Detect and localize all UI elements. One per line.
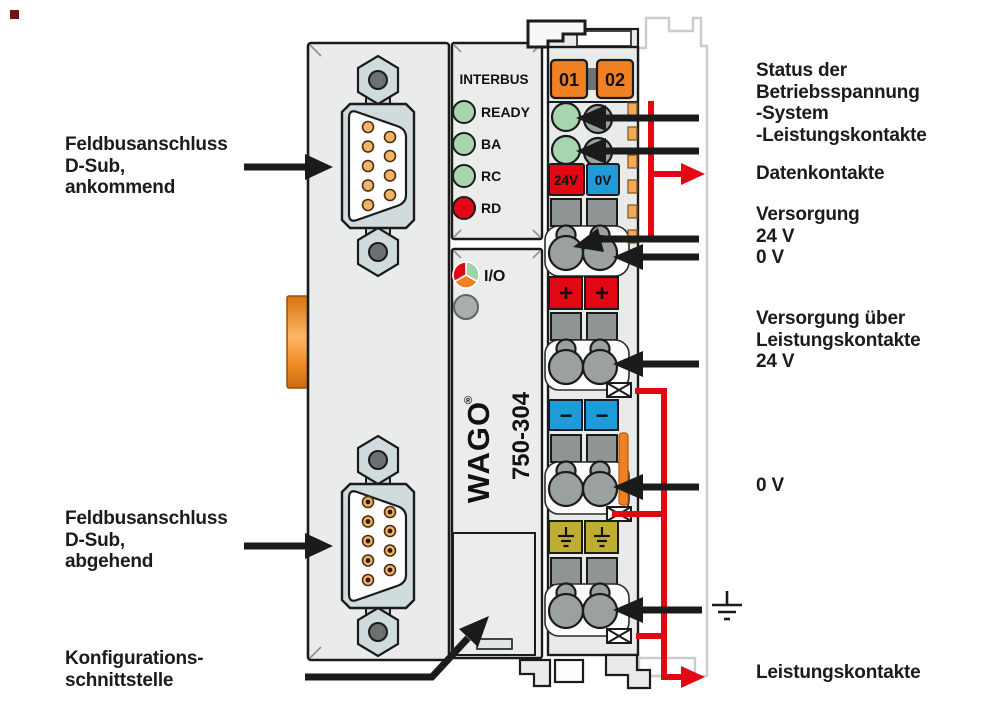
housing-foot	[518, 658, 552, 688]
rail-release-latch	[526, 19, 587, 49]
status-leds	[452, 100, 476, 220]
label-leistungskontakte: Leistungskontakte	[756, 662, 921, 683]
label-feldbus-abgehend: Feldbusanschluss D-Sub, abgehend	[65, 508, 228, 573]
dsub-connector-outgoing	[340, 434, 416, 658]
device-texts: INTERBUS READY BA RC RD I/O 01 02 24V 0V…	[459, 70, 625, 503]
rail-foot	[604, 653, 652, 690]
data-contact-led	[550, 134, 582, 166]
earth-glyphs	[558, 527, 610, 548]
arrow-heads	[305, 105, 643, 647]
label-0v	[586, 163, 620, 196]
terminal-number-02-label: 02	[605, 70, 625, 90]
label-feldbus-ankommend: Feldbusanschluss D-Sub, ankommend	[65, 134, 228, 199]
led-label-ready: READY	[481, 104, 531, 120]
brand-logo: WAGO	[461, 401, 496, 503]
dsub-connector-incoming	[340, 54, 416, 278]
led-label-rc: RC	[481, 168, 501, 184]
red-power-lines	[612, 101, 683, 680]
led-rd	[452, 196, 476, 220]
label-0v: 0 V	[756, 475, 784, 496]
led-ba	[452, 132, 476, 156]
minus-sign: −	[560, 403, 573, 428]
minus-sign: −	[596, 403, 609, 428]
io-led	[452, 261, 480, 289]
rail-foot	[553, 658, 585, 684]
io-led-label: I/O	[484, 268, 505, 285]
earth-terminal	[548, 520, 583, 554]
terminal-number-01	[549, 58, 589, 100]
dsub-socket-holes	[361, 120, 397, 212]
led-ready	[452, 100, 476, 124]
red-arrow-leistungskontakte	[681, 666, 705, 688]
model-number: 750-304	[508, 391, 535, 480]
label-datenkontakte: Datenkontakte	[756, 163, 885, 184]
plus-sign: +	[559, 280, 573, 307]
plus-terminal	[584, 276, 619, 310]
minus-terminal	[584, 399, 619, 431]
arrow-configuration	[305, 635, 471, 681]
spare-led	[453, 294, 479, 320]
registered-mark: ®	[464, 395, 472, 407]
label-24v	[548, 163, 585, 196]
orange-latch	[286, 295, 310, 389]
red-arrow-datenkontakte	[681, 163, 705, 185]
label-versorgung-leistungskontakte: Versorgung über Leistungskontakte 24 V	[756, 308, 921, 373]
label-24v-text: 24V	[554, 173, 578, 188]
ground-symbol	[712, 591, 742, 621]
annotation-arrows	[244, 114, 702, 681]
terminal-number-01-label: 01	[559, 70, 579, 90]
plus-sign: +	[595, 280, 609, 307]
power-jumper-contacts	[606, 382, 632, 644]
clamp-terminals	[544, 224, 630, 637]
artifact-mark	[10, 10, 19, 19]
fieldbus-name: INTERBUS	[459, 72, 528, 87]
minus-terminal	[548, 399, 583, 431]
label-status-betriebsspannung: Status der Betriebsspannung -System -Lei…	[756, 60, 927, 146]
data-contact-led	[550, 101, 582, 133]
led-label-ba: BA	[481, 136, 501, 152]
terminal-number-02	[595, 58, 635, 100]
label-versorgung-24v-0v: Versorgung 24 V 0 V	[756, 204, 860, 269]
led-label-rd: RD	[481, 200, 501, 216]
label-0v-text: 0V	[595, 173, 612, 188]
interbus-panel	[450, 41, 544, 241]
led-rc	[452, 164, 476, 188]
plus-terminal	[548, 276, 583, 310]
label-konfigurationsschnittstelle: Konfigurations- schnittstelle	[65, 648, 204, 691]
configuration-slot	[476, 638, 513, 650]
power-contact-orange	[618, 432, 629, 506]
